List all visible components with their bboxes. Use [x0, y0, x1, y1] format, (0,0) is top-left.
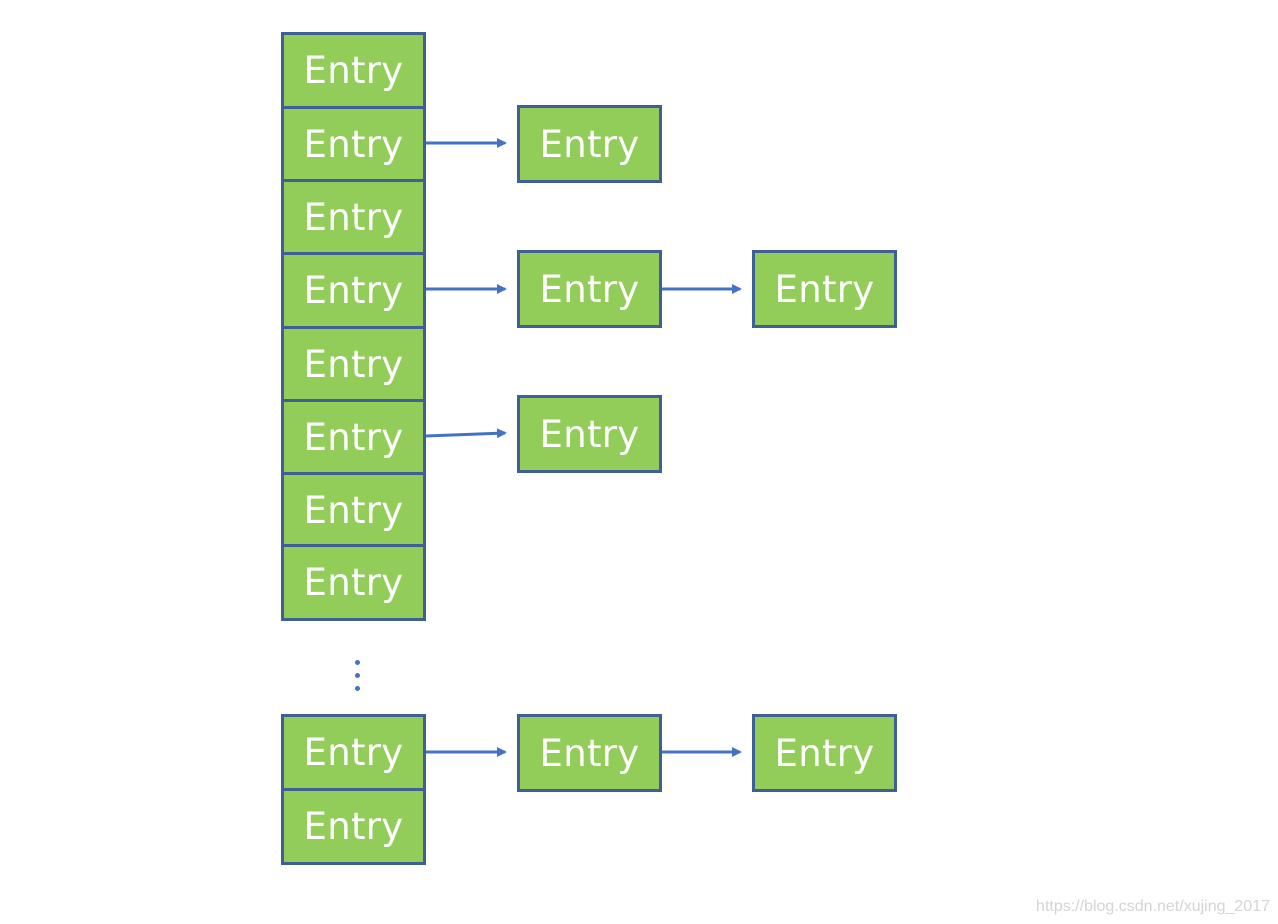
entry-label: Entry	[303, 49, 404, 92]
bucket-entry: Entry	[281, 472, 426, 549]
entry-label: Entry	[303, 196, 404, 239]
entry-label: Entry	[303, 343, 404, 386]
entry-label: Entry	[539, 731, 640, 775]
entry-label: Entry	[774, 731, 875, 775]
entry-label: Entry	[539, 122, 640, 166]
bucket-entry: Entry	[281, 399, 426, 476]
ellipsis-dot	[355, 660, 360, 665]
entry-label: Entry	[303, 805, 404, 848]
bucket-entry: Entry	[281, 544, 426, 621]
entry-label: Entry	[303, 561, 404, 604]
entry-label: Entry	[303, 269, 404, 312]
chain-entry: Entry	[517, 395, 662, 473]
chain-entry: Entry	[517, 105, 662, 183]
bucket-entry: Entry	[281, 106, 426, 183]
bucket-entry: Entry	[281, 32, 426, 109]
chain-entry: Entry	[752, 714, 897, 792]
entry-label: Entry	[303, 123, 404, 166]
entry-label: Entry	[303, 416, 404, 459]
ellipsis-dot	[355, 686, 360, 691]
entry-label: Entry	[303, 731, 404, 774]
entry-label: Entry	[539, 267, 640, 311]
bucket-entry: Entry	[281, 252, 426, 329]
entry-label: Entry	[774, 267, 875, 311]
watermark: https://blog.csdn.net/xujing_2017	[1036, 898, 1270, 915]
chain-entry: Entry	[517, 714, 662, 792]
entry-label: Entry	[539, 412, 640, 456]
ellipsis-dot	[355, 673, 360, 678]
bucket-entry: Entry	[281, 179, 426, 256]
chain-entry: Entry	[517, 250, 662, 328]
bucket-entry: Entry	[281, 788, 426, 865]
entry-label: Entry	[303, 489, 404, 532]
chain-entry: Entry	[752, 250, 897, 328]
arrow-row6-to-chain	[425, 428, 507, 439]
bucket-entry: Entry	[281, 714, 426, 791]
bucket-entry: Entry	[281, 326, 426, 403]
